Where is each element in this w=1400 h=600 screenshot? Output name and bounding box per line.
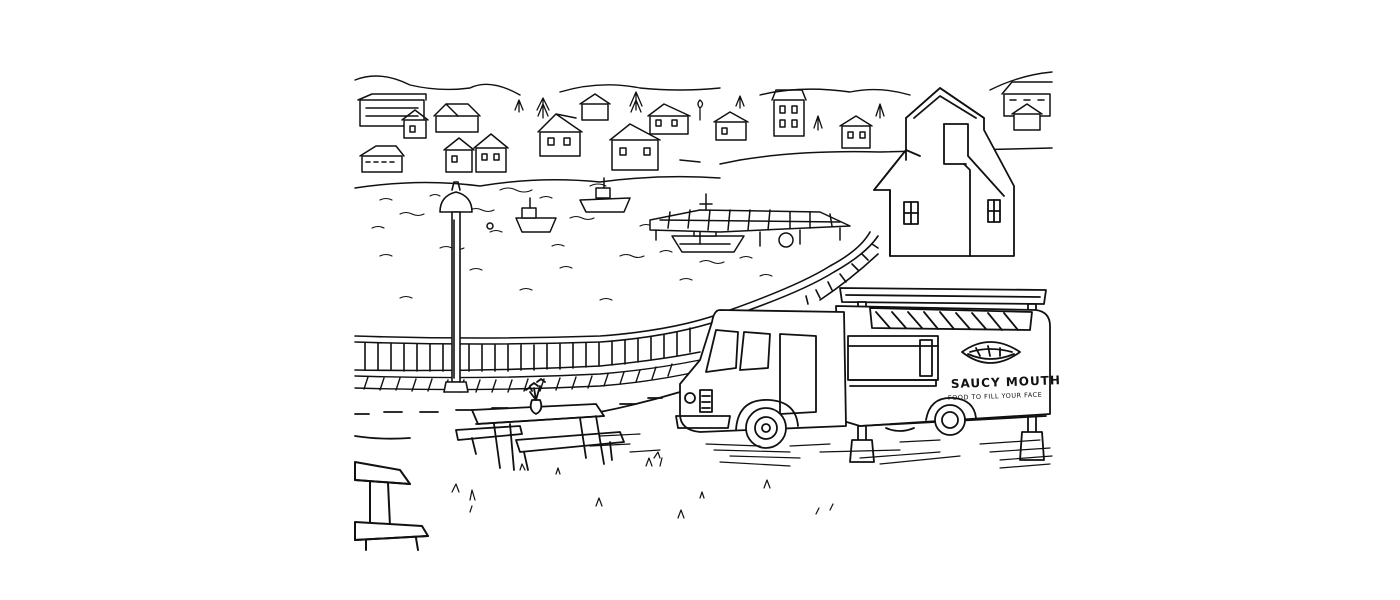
ground-grass xyxy=(451,433,1053,519)
boardwalk xyxy=(354,359,701,393)
picnic-table-centre xyxy=(455,378,625,471)
picnic-table-foreground xyxy=(354,461,429,551)
street-lamp xyxy=(439,181,473,393)
truck-sign-tagline: FOOD TO FILL YOUR FACE xyxy=(948,391,1043,402)
seawall xyxy=(354,231,879,372)
far-shoreline xyxy=(354,147,1053,189)
warehouse-building xyxy=(873,87,1015,257)
harbour-water xyxy=(371,183,773,301)
distant-hills xyxy=(354,71,1053,96)
truck-sign-title: SAUCY MOUTH xyxy=(951,373,1062,391)
distant-houses xyxy=(357,81,1053,173)
wharf-pier xyxy=(486,209,851,248)
boats xyxy=(515,177,745,253)
distant-trees xyxy=(514,91,885,131)
food-truck xyxy=(675,305,1051,449)
